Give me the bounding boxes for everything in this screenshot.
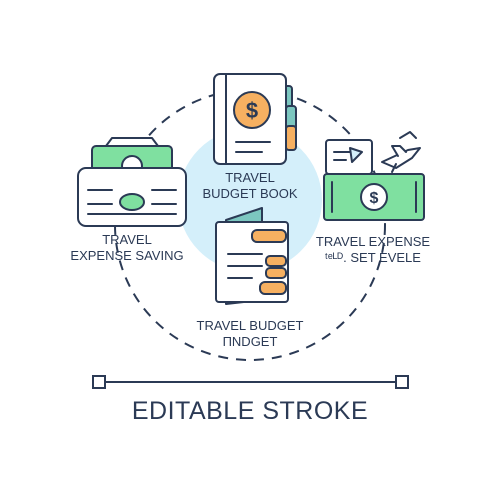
label-travel-budget-line2: ПNDGET: [222, 334, 278, 349]
label-expense-saving-line2: EXPENSE SAVING: [70, 248, 184, 263]
svg-text:$: $: [370, 190, 379, 207]
editable-stroke-caption: EDITABLE STROKE: [131, 397, 369, 425]
plane-icon: [381, 131, 421, 173]
label-budget-book-line2: BUDGET BOOK: [202, 186, 298, 201]
label-travel-budget-line1: TRAVEL BUDGET: [196, 318, 304, 333]
label-expense-saving: TRAVEL EXPENSE SAVING: [62, 232, 192, 264]
label-budget-book-line1: TRAVEL: [225, 170, 275, 185]
banknote-icon: $: [323, 173, 425, 221]
budget-book-icon: $: [213, 73, 297, 165]
stroke-handle-right: [395, 375, 409, 389]
label-budget-book: TRAVEL BUDGET BOOK: [190, 170, 310, 202]
ticket-icon: [325, 139, 373, 175]
label-travel-expense-line2: ᵗᵉᴸᴰ. SET EVELE: [325, 250, 421, 265]
label-travel-expense: TRAVEL EXPENSE ᵗᵉᴸᴰ. SET EVELE: [306, 234, 440, 266]
stroke-handle-left: [92, 375, 106, 389]
label-travel-budget: TRAVEL BUDGET ПNDGET: [180, 318, 320, 350]
folded-note-icon: [215, 207, 289, 305]
label-expense-saving-line1: TRAVEL: [102, 232, 152, 247]
svg-text:$: $: [246, 98, 258, 123]
label-travel-expense-line1: TRAVEL EXPENSE: [315, 234, 431, 249]
editable-stroke-line: [92, 375, 409, 389]
money-wallet-icon: [77, 137, 187, 227]
